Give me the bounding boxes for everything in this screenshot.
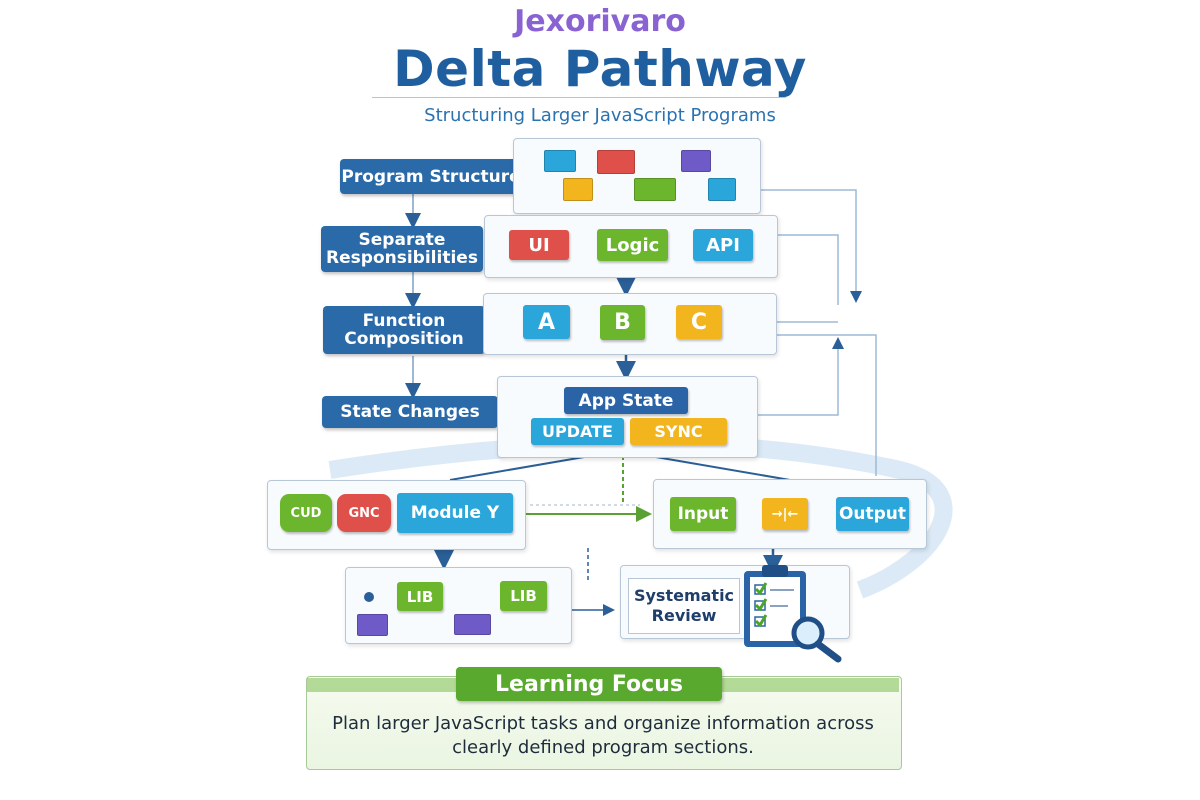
puzzle-piece-icon: CUD xyxy=(280,494,332,532)
structure-block-green xyxy=(634,178,676,201)
output-block: Output xyxy=(836,497,909,531)
stage-separate-responsibilities: Separate Responsibilities xyxy=(321,226,483,272)
learning-focus-title: Learning Focus xyxy=(456,667,722,701)
learning-focus-text: Plan larger JavaScript tasks and organiz… xyxy=(332,713,874,758)
sync-block: SYNC xyxy=(630,418,727,445)
structure-block-cyan xyxy=(708,178,736,201)
ui-block: UI xyxy=(509,230,569,260)
lib-block-purple-1 xyxy=(357,614,388,636)
function-c-block: C xyxy=(676,305,722,339)
stage-state-changes: State Changes xyxy=(322,396,498,428)
structure-block-purple xyxy=(681,150,711,172)
systematic-review-label: Systematic Review xyxy=(628,578,740,634)
lib-block-purple-2 xyxy=(454,614,491,635)
update-block: UPDATE xyxy=(531,418,624,445)
stage-function-composition: Function Composition xyxy=(323,306,485,354)
input-block: Input xyxy=(670,497,736,531)
brand-name: Jexorivaro xyxy=(514,4,686,39)
lib-block-2: LIB xyxy=(500,581,547,611)
structure-block-blue xyxy=(544,150,576,172)
function-a-block: A xyxy=(523,305,570,339)
puzzle-piece-icon: GNC xyxy=(337,494,391,532)
module-y-block: Module Y xyxy=(397,493,513,533)
background-swoosh xyxy=(328,434,953,599)
page-title: Delta Pathway xyxy=(393,40,807,98)
title-divider xyxy=(372,97,786,98)
lib-block-1: LIB xyxy=(397,582,443,611)
node-dot xyxy=(364,592,374,602)
structure-block-red xyxy=(597,150,635,174)
structure-block-yellow xyxy=(563,178,593,201)
clipboard-magnifier-icon xyxy=(744,565,842,663)
stage-program-structure: Program Structure xyxy=(340,159,522,194)
function-b-block: B xyxy=(600,305,645,340)
logic-block: Logic xyxy=(597,229,668,261)
app-state-block: App State xyxy=(564,387,688,414)
api-block: API xyxy=(693,229,753,261)
transform-block: →|← xyxy=(762,498,808,530)
page-subtitle: Structuring Larger JavaScript Programs xyxy=(424,105,776,126)
